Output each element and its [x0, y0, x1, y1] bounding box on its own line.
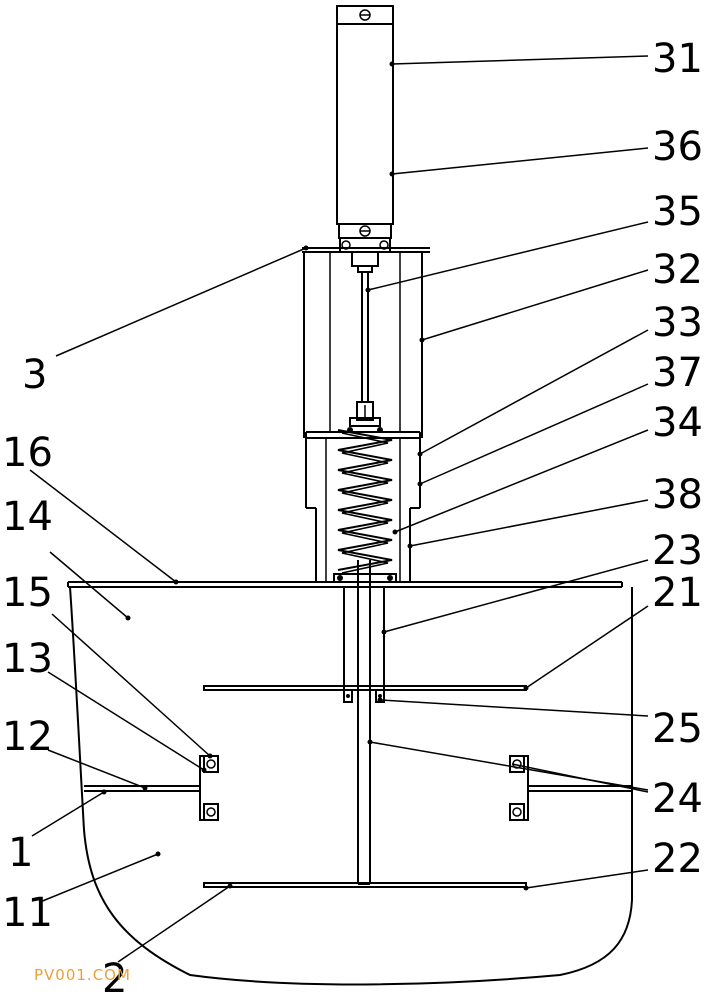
right-bracket [509, 755, 632, 821]
label-2: 2 [102, 956, 127, 1000]
label-1: 1 [8, 830, 33, 876]
spring [333, 417, 397, 583]
leader-lines [29, 55, 649, 963]
label-13: 13 [2, 636, 53, 682]
label-15: 15 [2, 570, 53, 616]
label-14: 14 [2, 494, 53, 540]
label-31: 31 [652, 36, 703, 82]
lower-housing [305, 431, 421, 582]
reference-numerals: 31 36 35 32 3 33 37 34 16 38 14 23 21 15… [2, 36, 703, 1000]
label-33: 33 [652, 300, 703, 346]
shaft [343, 560, 385, 885]
label-16: 16 [2, 430, 53, 476]
actuator-cylinder [336, 5, 394, 239]
label-35: 35 [652, 189, 703, 235]
leader-dots [101, 61, 529, 891]
label-23: 23 [652, 528, 703, 574]
label-24: 24 [652, 776, 703, 822]
label-38: 38 [652, 472, 703, 518]
label-32: 32 [652, 247, 703, 293]
watermark: PV001.COM [34, 966, 131, 984]
label-22: 22 [652, 836, 703, 882]
upper-housing [302, 237, 430, 438]
label-11: 11 [2, 890, 53, 936]
paddles [203, 685, 527, 888]
container-body [67, 581, 633, 986]
label-3: 3 [22, 352, 47, 398]
label-37: 37 [652, 350, 703, 396]
label-12: 12 [2, 714, 53, 760]
label-34: 34 [652, 400, 703, 446]
label-36: 36 [652, 124, 703, 170]
label-21: 21 [652, 570, 703, 616]
label-25: 25 [652, 706, 703, 752]
